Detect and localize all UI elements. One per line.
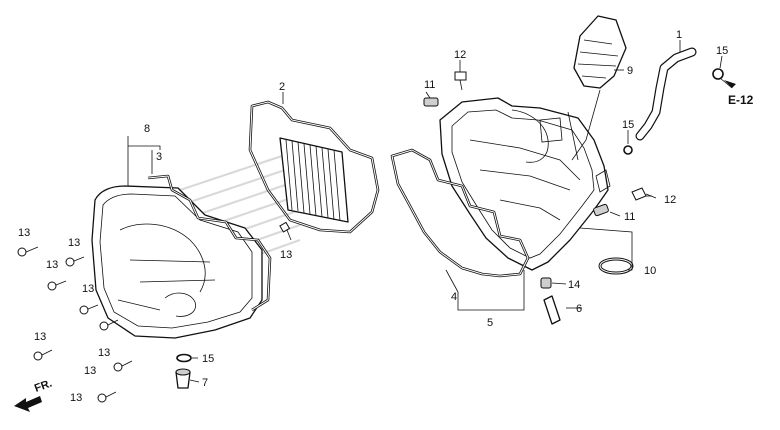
callout-15-top: 15: [716, 45, 728, 57]
callout-13-5: 13: [34, 331, 46, 343]
grommet-top: [423, 97, 439, 107]
reference-label: E-12: [728, 93, 754, 107]
callout-3: 3: [156, 151, 162, 163]
front-arrow: [14, 396, 42, 412]
callout-13-filter: 13: [280, 249, 292, 261]
breather-tube: [635, 47, 697, 141]
callout-11-top: 11: [424, 79, 435, 91]
reference-arrow: [719, 77, 736, 89]
case-gasket: [390, 148, 530, 278]
callout-12-top: 12: [454, 49, 466, 61]
case-bolt-right: [631, 187, 657, 201]
callout-13-7: 13: [84, 365, 96, 377]
callout-12-right: 12: [664, 194, 676, 206]
hose-band: [598, 257, 634, 275]
callout-9: 9: [627, 65, 633, 77]
filter-screw: [279, 221, 292, 241]
callout-13-4: 13: [82, 283, 94, 295]
drain-clamp: [176, 353, 192, 363]
grommet-right: [593, 203, 609, 217]
callout-14: 14: [568, 279, 580, 291]
cover-gasket: [147, 174, 272, 312]
callout-4: 4: [451, 291, 457, 303]
callout-7: 7: [202, 377, 208, 389]
callout-8: 8: [144, 123, 150, 135]
callout-11-right: 11: [624, 211, 635, 223]
callout-13-6: 13: [98, 347, 110, 359]
callout-10: 10: [644, 265, 656, 277]
front-label: FR.: [33, 377, 54, 394]
drain-cap: [540, 277, 552, 289]
callout-1: 1: [676, 29, 682, 41]
drain-plug: [175, 368, 191, 389]
callout-13-8: 13: [70, 392, 82, 404]
tube-clip-mid: [623, 145, 633, 155]
air-filter-element: [248, 100, 380, 234]
callout-13-3: 13: [46, 259, 58, 271]
intake-duct: [573, 15, 627, 89]
air-cleaner-case: [439, 97, 611, 271]
case-bolt-top: [454, 71, 467, 91]
callout-15-left: 15: [202, 353, 214, 365]
tube-clip-top: [712, 68, 724, 80]
leader-lines: [127, 40, 723, 383]
callout-13-1: 13: [18, 227, 30, 239]
air-cleaner-cover: [91, 185, 263, 339]
callout-5: 5: [487, 317, 493, 329]
callouts: 1 2 3 4 5 6 7 8 9 10 11 11 12 12 13 13 1…: [18, 29, 728, 404]
callout-15-mid: 15: [622, 119, 634, 131]
callout-13-2: 13: [68, 237, 80, 249]
drain-tube: [543, 295, 561, 325]
callout-2: 2: [279, 81, 285, 93]
cover-screws: [17, 246, 133, 403]
callout-6: 6: [576, 303, 582, 315]
